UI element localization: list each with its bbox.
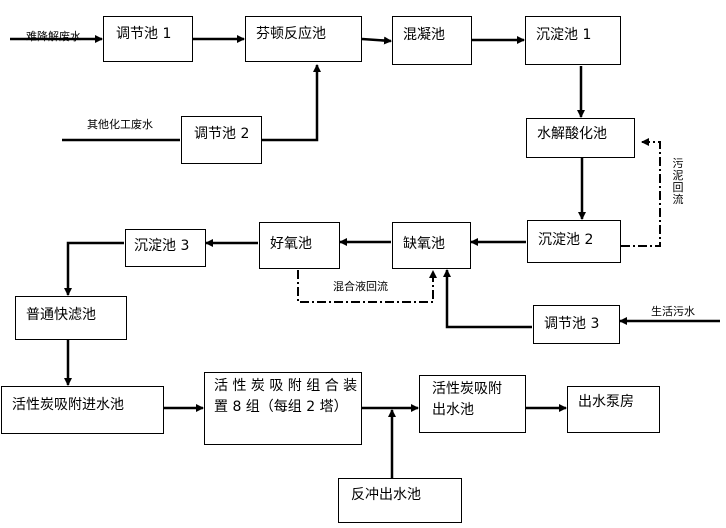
- label-hard-to-degrade-wastewater: 难降解废水: [26, 30, 81, 43]
- outlet-pump-house: 出水泵房: [567, 386, 660, 433]
- activated-carbon-outlet-pool: 活性炭吸附出水池: [419, 375, 526, 433]
- label-domestic-sewage: 生活污水: [651, 305, 695, 318]
- arrow-fenton-to-hunning: [361, 36, 392, 45]
- sedimentation-pool-3: 沉淀池 3: [125, 229, 206, 267]
- coagulation-pool: 混凝池: [392, 16, 472, 65]
- sedimentation-pool-2: 沉淀池 2: [527, 220, 621, 263]
- anoxic-pool: 缺氧池: [392, 222, 471, 269]
- activated-carbon-adsorption-unit: 活 性 炭 吸 附 组 合 装置 8 组（每组 2 塔）: [204, 372, 362, 445]
- arrow-tiaojie3-to-queyang: [443, 269, 532, 329]
- label-other-chemical-wastewater: 其他化工废水: [87, 118, 153, 131]
- tiaojie-pool-2: 调节池 2: [181, 116, 262, 164]
- sludge-return-line: [621, 138, 661, 247]
- rapid-sand-filter: 普通快滤池: [15, 296, 127, 340]
- arrow-tiaojie2-to-fenton: [262, 64, 321, 142]
- label-sludge-return: 污泥回流: [672, 157, 684, 206]
- hydrolysis-acidification-pool: 水解酸化池: [526, 118, 635, 158]
- fenton-reaction-pool: 芬顿反应池: [245, 16, 362, 62]
- mixed-liquor-return-line: [297, 270, 437, 303]
- tiaojie-pool-1: 调节池 1: [103, 16, 193, 62]
- activated-carbon-inlet-pool: 活性炭吸附进水池: [1, 386, 164, 434]
- label-mixed-liquor-return: 混合液回流: [333, 280, 388, 293]
- aerobic-pool: 好氧池: [259, 222, 340, 269]
- sedimentation-pool-1: 沉淀池 1: [525, 16, 621, 65]
- arrow-chendian3-to-kuailv: [64, 241, 124, 296]
- tiaojie-pool-3: 调节池 3: [533, 305, 620, 344]
- backwash-outlet-pool: 反冲出水池: [338, 478, 462, 523]
